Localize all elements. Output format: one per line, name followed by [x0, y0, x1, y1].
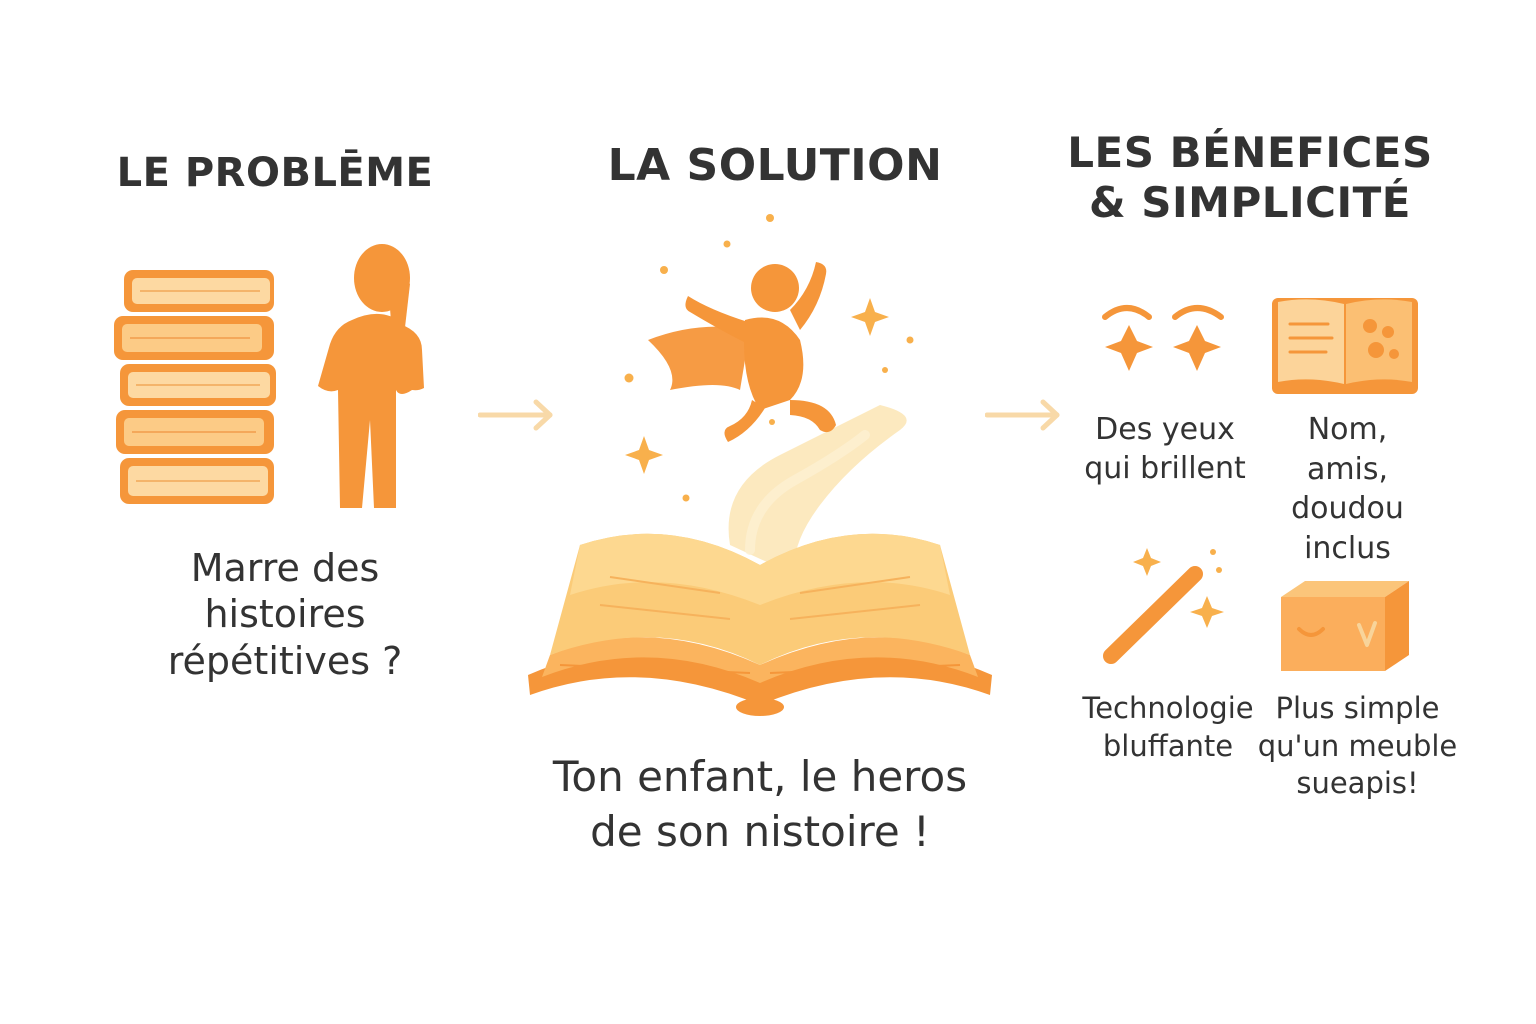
arrow-right-icon [478, 398, 558, 432]
flying-hero-icon [640, 250, 860, 460]
benefit-label-line: qu'un meuble [1257, 728, 1458, 763]
problem-caption: Marre des histoires répétitives ? [130, 545, 440, 684]
arrow-right-icon [985, 398, 1065, 432]
book-stack-icon [110, 262, 280, 512]
benefit-label-line: Plus simple [1275, 691, 1440, 725]
problem-caption-line: répétitives ? [167, 638, 403, 683]
problem-caption-line: histoires [204, 592, 366, 637]
benefit-label-line: amis, [1306, 451, 1389, 487]
solution-caption: Ton enfant, le heros de son nistoire ! [520, 750, 1000, 859]
benefit-label-line: Nom, [1307, 412, 1388, 447]
personalized-book-icon [1270, 292, 1420, 397]
solution-caption-line: de son nistoire ! [590, 806, 930, 856]
benefit-label: Plus simple qu'un meuble sueapis! [1250, 690, 1465, 803]
benefit-label: Des yeux qui brillent [1070, 410, 1260, 488]
problem-title: LE PROBLĒME [116, 150, 434, 196]
shining-eyes-icon [1095, 295, 1235, 385]
problem-caption-line: Marre des [190, 546, 380, 590]
benefit-label-line: sueapis! [1296, 766, 1419, 801]
benefits-title: LES BÉNEFICES & SIMPLICITÉ [1055, 128, 1445, 229]
benefit-label-line: qui brillent [1084, 451, 1246, 486]
benefit-label: Technologie bluffante [1068, 690, 1268, 765]
sparkle-icon [600, 200, 940, 520]
magic-wand-icon [1095, 540, 1230, 670]
open-book-icon [520, 205, 1000, 725]
box-icon [1275, 575, 1415, 675]
benefits-title-line: & SIMPLICITÉ [1089, 178, 1411, 228]
solution-title: LA SOLUTION [607, 140, 943, 191]
benefits-title-line: LES BÉNEFICES [1067, 128, 1433, 177]
benefit-label-line: Des yeux [1095, 412, 1235, 447]
benefit-label-line: inclus [1304, 530, 1391, 566]
solution-caption-line: Ton enfant, le heros [552, 752, 968, 801]
benefit-label-line: Technologie [1082, 691, 1254, 725]
benefit-label-line: bluffante [1102, 728, 1234, 763]
thinking-person-icon [300, 240, 440, 515]
benefit-label-line: doudou [1291, 491, 1404, 527]
benefit-label: Nom, amis, doudou inclus [1265, 410, 1430, 568]
